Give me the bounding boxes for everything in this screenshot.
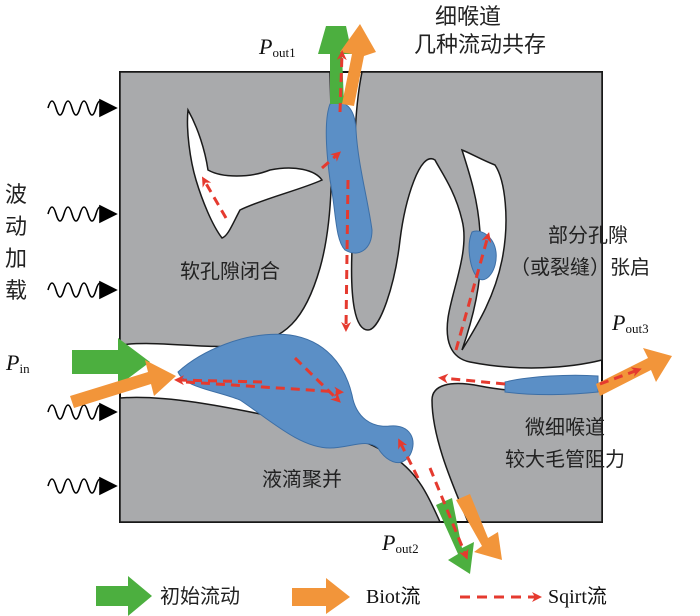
legend-label-initial: 初始流动 [160,584,240,608]
side-char-2: 动 [5,215,27,240]
partial-pore-label-1: 部分孔隙 [548,223,628,247]
squirt-arrow-rightcrack-up [454,232,492,351]
wave-arrow-2 [47,204,118,224]
wave-loading-label: 波 动 加 载 [5,183,27,304]
squirt-arrow-droplet-right [185,380,344,397]
p-out2-label: Pout2 [381,530,419,556]
p-in-label: Pin [5,350,30,376]
soft-pore-closing-label: 软孔隙闭合 [180,259,280,283]
squirt-arrow-upcrack [321,151,342,170]
micro-throat-label-2: 较大毛管阻力 [505,447,625,471]
legend: 初始流动 Biot流 Sqirt流 [96,576,607,616]
squirt-arrow-out1 [336,50,347,113]
side-char-3: 加 [5,247,27,272]
squirt-arrow-throat-right [599,367,642,386]
top-title-line1: 细喉道 [435,5,501,30]
orange-arrow-icon [292,578,350,614]
p-out3-label: Pout3 [611,310,649,336]
droplet-coalescence-label: 液滴聚并 [262,467,342,491]
side-char-1: 波 [5,183,27,208]
fluid-micro-throat [504,374,599,396]
green-arrow-icon [96,576,152,616]
squirt-arrow-bottom-up [398,438,420,479]
wave-arrow-1 [47,98,118,118]
orange-arrow-inlet [70,360,176,408]
rock-grain-top-right [350,71,603,369]
top-title-line2: 几种流动共存 [414,33,546,58]
squirt-flow-arrows [174,50,642,560]
legend-label-sqirt: Sqirt流 [548,585,607,608]
partial-pore-label-2: （或裂缝）张启 [510,255,650,279]
wave-arrow-5 [47,476,118,496]
squirt-arrow-bottom-down [428,467,469,560]
squirt-arrow-leftcrack [201,176,228,219]
squirt-arrow-junction [293,356,341,403]
fluid-left-droplet [177,333,414,464]
green-arrow-out1 [318,26,352,104]
p-out1-label: Pout1 [258,34,296,60]
fluid-phase [177,101,599,464]
micro-throat-label-1: 微细喉道 [525,415,605,439]
wave-loading-arrows [47,98,118,496]
squirt-arrow-down [341,179,352,332]
squirt-arrow-throat-left [438,373,506,386]
legend-label-biot: Biot流 [366,585,420,608]
orange-arrow-out2 [456,494,502,560]
green-arrow-inlet [72,338,150,386]
wave-arrow-3 [47,280,118,300]
fluid-top-throat [325,101,373,254]
biot-flow-arrows [70,24,672,560]
wave-arrow-4 [47,402,118,422]
side-char-4: 载 [5,279,27,304]
orange-arrow-out1 [340,24,376,106]
crack-left [186,107,324,239]
